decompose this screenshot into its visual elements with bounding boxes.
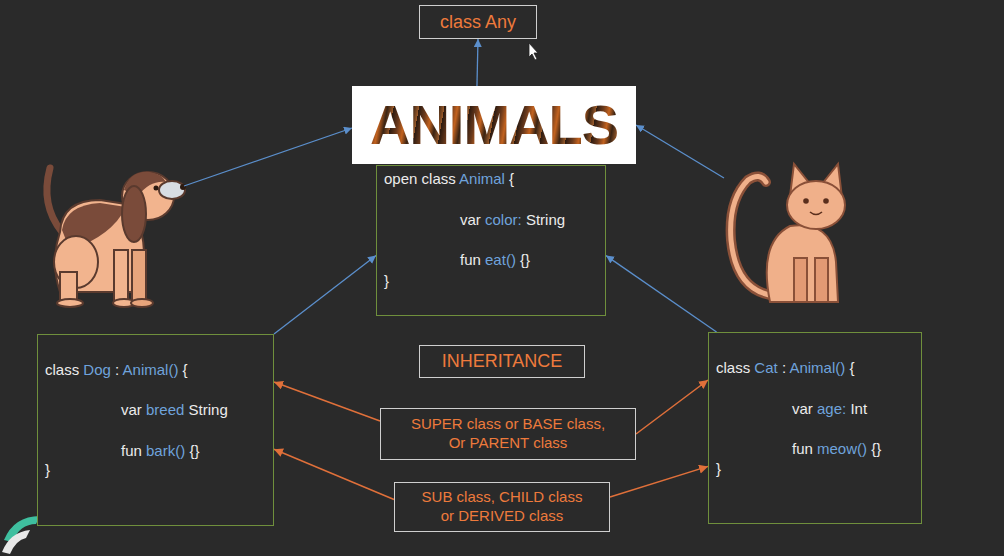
dog-picture xyxy=(47,168,186,307)
code-box: class Dog : Animal() { var breed String fu… xyxy=(37,334,274,526)
code-box: open class Animal { var color: String fun … xyxy=(376,165,606,316)
code-line: class Dog : Animal() { xyxy=(45,360,263,380)
connector-arrow xyxy=(274,256,376,334)
code-line: class Cat : Animal() { xyxy=(716,358,911,378)
connector-arrow xyxy=(606,256,717,332)
box-label: class Any xyxy=(440,11,516,34)
code-line: fun eat() {} xyxy=(384,250,595,270)
code-box: class Cat : Animal() { var age: Int fun me… xyxy=(708,332,922,524)
code-line: fun bark() {} xyxy=(45,441,263,461)
pointer-line xyxy=(184,128,352,186)
pointer-line xyxy=(636,125,724,178)
box-label: SUB class, CHILD class or DERIVED class xyxy=(417,488,587,526)
code-line: var color: String xyxy=(384,210,595,230)
code-line: } xyxy=(45,460,263,480)
code-line: fun meow() {} xyxy=(716,439,911,459)
logo xyxy=(2,516,40,554)
term-box: SUPER class or BASE class, Or PARENT cla… xyxy=(380,408,636,460)
code-line: var breed String xyxy=(45,400,263,420)
class-label: class Any xyxy=(419,5,537,39)
title-banner: ANIMALS xyxy=(352,86,636,164)
heading-box: INHERITANCE xyxy=(419,345,585,378)
connector-arrow xyxy=(610,466,708,497)
term-box: SUB class, CHILD class or DERIVED class xyxy=(394,482,610,532)
code-line: } xyxy=(716,459,911,479)
mouse-cursor xyxy=(529,43,538,60)
cat-picture xyxy=(731,164,845,302)
connector-arrow xyxy=(274,449,394,499)
code-line: open class Animal { xyxy=(384,169,595,189)
code-line: var age: Int xyxy=(716,399,911,419)
connector-arrow xyxy=(274,382,380,421)
connector-arrow xyxy=(636,380,708,434)
box-label: SUPER class or BASE class, Or PARENT cla… xyxy=(406,415,611,453)
connector-arrow xyxy=(477,39,478,86)
banner-title: ANIMALS xyxy=(370,97,618,153)
box-label: INHERITANCE xyxy=(442,350,563,373)
code-line: } xyxy=(384,271,595,291)
